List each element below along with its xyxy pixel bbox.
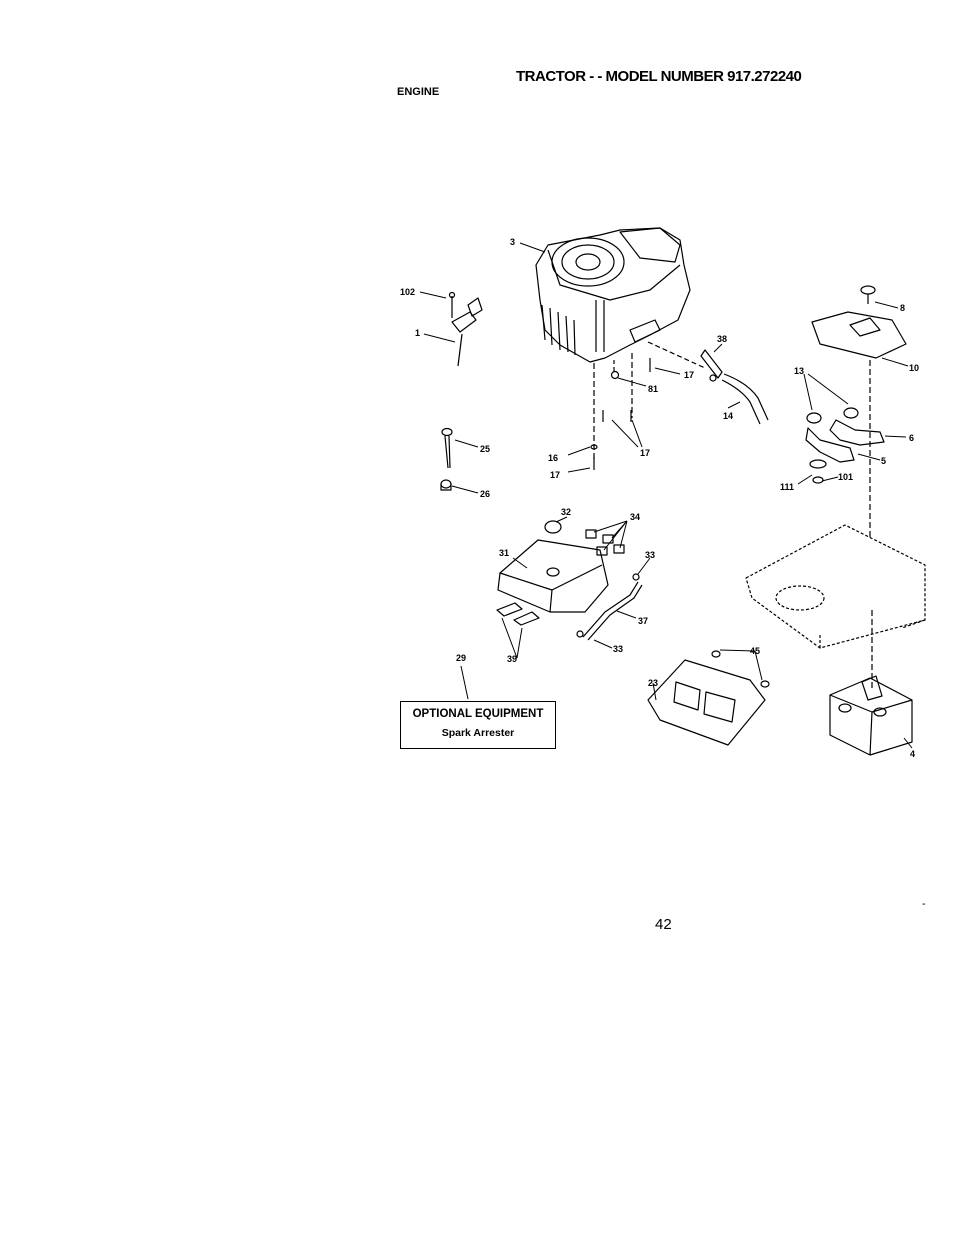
optional-equipment-heading: OPTIONAL EQUIPMENT [412, 708, 544, 720]
callout-23: 23 [648, 678, 658, 688]
exhaust-pipe-part [805, 407, 885, 484]
callout-111: 111 [780, 482, 794, 492]
callout-102: 102 [400, 287, 415, 297]
callout-3: 3 [510, 237, 515, 247]
optional-equipment-box: OPTIONAL EQUIPMENT Spark Arrester [400, 701, 556, 749]
callout-34: 34 [630, 512, 640, 522]
callout-5: 5 [881, 456, 886, 466]
callout-45: 45 [750, 646, 760, 656]
callout-13: 13 [794, 366, 804, 376]
engine-bolts [590, 353, 651, 470]
page-number: 42 [655, 916, 672, 933]
section-label: ENGINE [397, 86, 440, 98]
callout-38: 38 [717, 334, 727, 344]
callout-32: 32 [561, 507, 571, 517]
callout-17-top: 17 [684, 370, 694, 380]
leader-lines [419, 242, 913, 749]
callout-14: 14 [723, 411, 733, 421]
fuel-line-part [647, 341, 769, 425]
spark-arrester-part [647, 650, 770, 746]
callout-37: 37 [638, 616, 648, 626]
frame-plate [745, 524, 926, 649]
callout-16: 16 [548, 453, 558, 463]
engine-part [535, 227, 691, 363]
footer-mark: - [922, 898, 926, 910]
pad-part [496, 602, 540, 626]
callout-4: 4 [910, 749, 915, 759]
callout-26: 26 [480, 489, 490, 499]
heat-shield-part [811, 285, 907, 540]
callout-33-top: 33 [645, 550, 655, 560]
callout-6: 6 [909, 433, 914, 443]
spark-arrester-label: Spark Arrester [441, 727, 515, 739]
callout-39: 39 [507, 654, 517, 664]
callout-10: 10 [909, 363, 919, 373]
callout-101: 101 [838, 472, 853, 482]
callout-25: 25 [480, 444, 490, 454]
air-cleaner-part [497, 520, 625, 613]
callout-17-bottom: 17 [550, 470, 560, 480]
callout-29: 29 [456, 653, 466, 663]
callout-33-bottom: 33 [613, 644, 623, 654]
callout-31: 31 [499, 548, 509, 558]
page-title: TRACTOR - - MODEL NUMBER 917.272240 [516, 68, 802, 85]
muffler-part [829, 675, 913, 756]
callout-17-right: 17 [640, 448, 650, 458]
callout-81: 81 [648, 384, 658, 394]
callout-8: 8 [900, 303, 905, 313]
dipstick-part [440, 427, 453, 491]
bracket-part [448, 291, 483, 367]
hose-part [576, 573, 643, 641]
callout-1: 1 [415, 328, 420, 338]
